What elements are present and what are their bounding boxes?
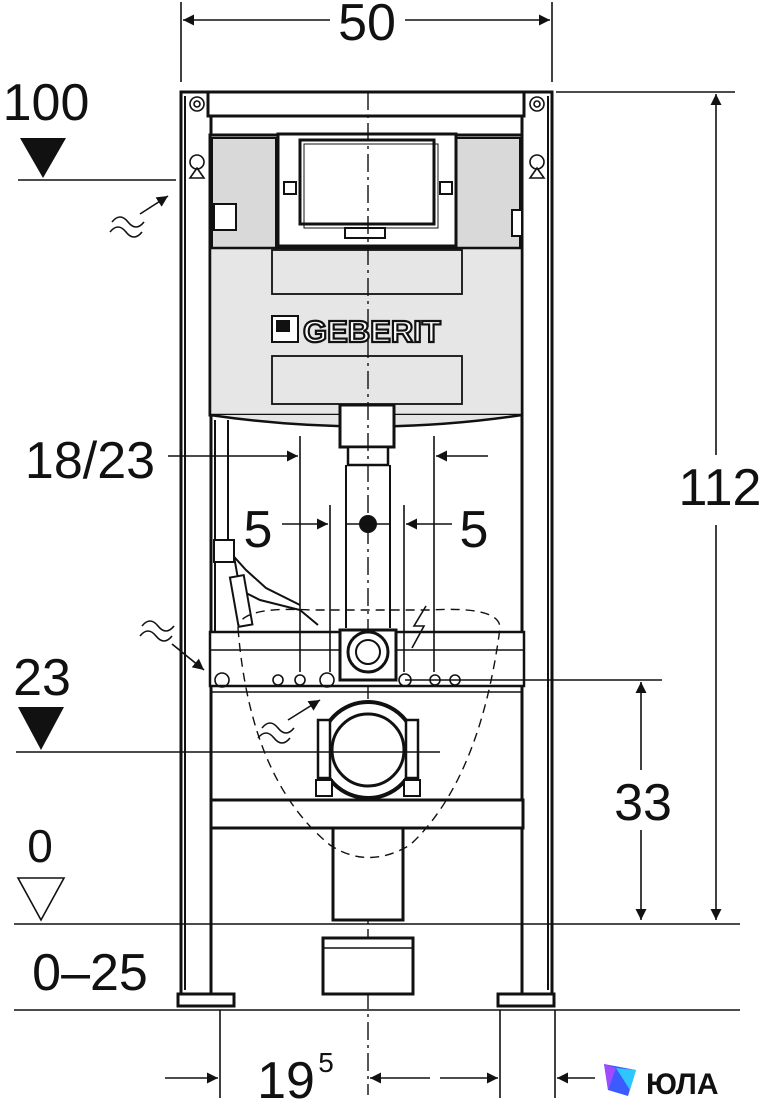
dimension-offsets: 5 5 [244, 501, 489, 672]
supply-hose [213, 420, 319, 640]
dimension-height-33: 33 [405, 679, 672, 920]
floor-zero-label: 0 [27, 820, 53, 872]
dimension-height-23: 23 [13, 605, 440, 753]
yula-wordmark: ЮЛА [646, 1068, 719, 1100]
frame-uprights [176, 90, 556, 1008]
mounting-rail [208, 628, 526, 996]
dimension-18-23-label: 18/23 [25, 432, 155, 490]
dimension-5-right-label: 5 [460, 501, 489, 559]
floor-level-zero: 0 [14, 820, 740, 925]
brand-label: GEBERIT [303, 314, 441, 349]
cistern: GEBERIT [208, 132, 524, 428]
dimension-23-label: 23 [13, 649, 71, 707]
dimension-112-label: 112 [679, 459, 762, 517]
dimension-19-superscript: 5 [318, 1047, 334, 1078]
dimension-width-top: 50 [180, 0, 553, 82]
dimension-height-100: 100 [3, 74, 176, 238]
floor-range-label: 0–25 [32, 944, 148, 1002]
dimension-19-label: 19 [257, 1052, 315, 1100]
dimension-pipe-range: 18/23 [25, 432, 488, 672]
dimension-33-label: 33 [614, 774, 672, 832]
geberit-logo: GEBERIT [271, 313, 442, 350]
flush-pipe [338, 92, 396, 1095]
yula-watermark: ЮЛА [600, 1058, 764, 1100]
dimension-bottom: 19 5 [165, 1010, 595, 1100]
floor-range: 0–25 [14, 944, 740, 1011]
wc-pan-outline [237, 608, 501, 859]
dimension-5-left-label: 5 [244, 501, 273, 559]
dimension-width-label: 50 [338, 0, 396, 52]
dimension-100-label: 100 [3, 74, 90, 132]
dimension-height-total: 112 [556, 91, 762, 920]
